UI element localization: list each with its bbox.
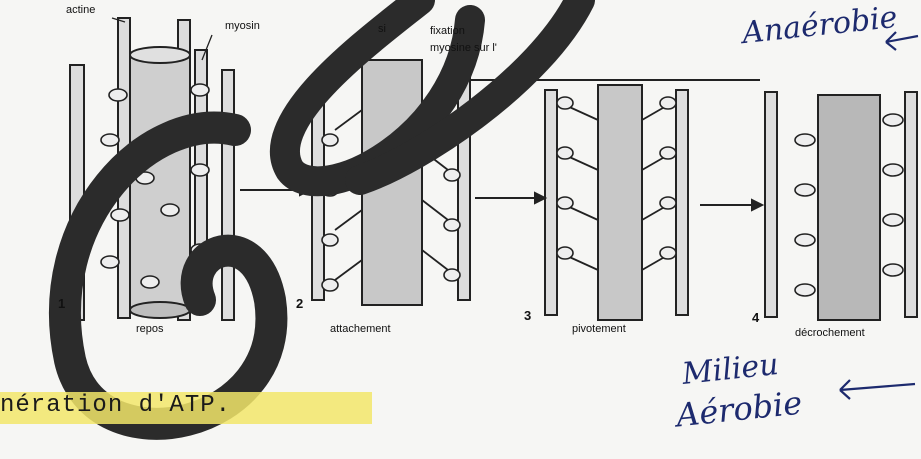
handwritten-arrow-bottom [820,372,920,402]
panel-pivotement [545,85,688,320]
label-fixation: fixation [430,25,465,37]
label-fixation-prefix: si [378,23,386,35]
step-number-3: 3 [524,308,531,323]
label-actine: actine [66,4,95,16]
step-caption-2: attachement [330,323,391,335]
step-caption-1: repos [136,323,164,335]
step-number-2: 2 [296,296,303,311]
step-number-1: 1 [58,296,65,311]
panel-decrochement [765,92,917,320]
step-caption-4: décrochement [795,327,865,339]
step-number-4: 4 [752,310,759,325]
step-caption-3: pivotement [572,323,626,335]
handwritten-arrow-top [876,24,921,54]
bottom-highlighted-text: nération d'ATP. [0,392,231,419]
label-myosine: myosin [225,20,260,32]
label-fixation-line2: myosine sur l' [430,42,497,54]
